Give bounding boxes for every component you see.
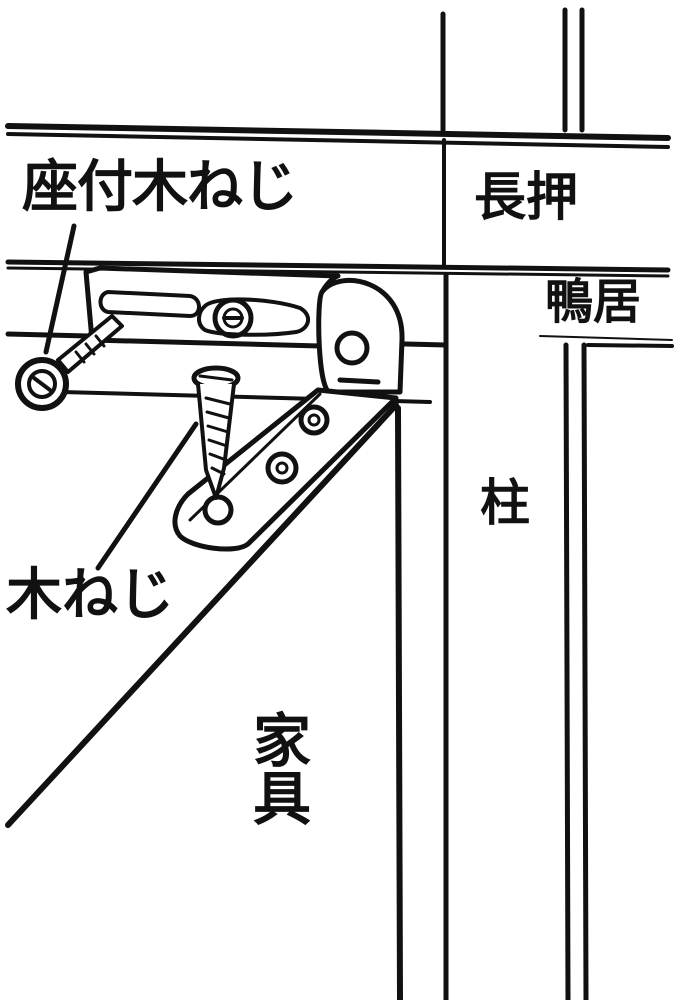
furniture-body: [5, 402, 403, 1000]
pillar: [440, 7, 589, 1000]
label-zatsuki-wood-screw: 座付木ねじ: [22, 155, 298, 220]
label-hashira: 柱: [480, 474, 530, 532]
zatsuki-wood-screw: [15, 314, 124, 411]
label-furniture: 家具: [243, 710, 311, 826]
label-nageshi: 長押: [474, 168, 579, 228]
label-wood-screw: 木ねじ: [6, 563, 174, 628]
l-bracket: [83, 265, 405, 552]
wood-screw: [191, 365, 241, 500]
label-kamoi: 鴨居: [545, 274, 642, 330]
leader-lines: [43, 223, 199, 571]
